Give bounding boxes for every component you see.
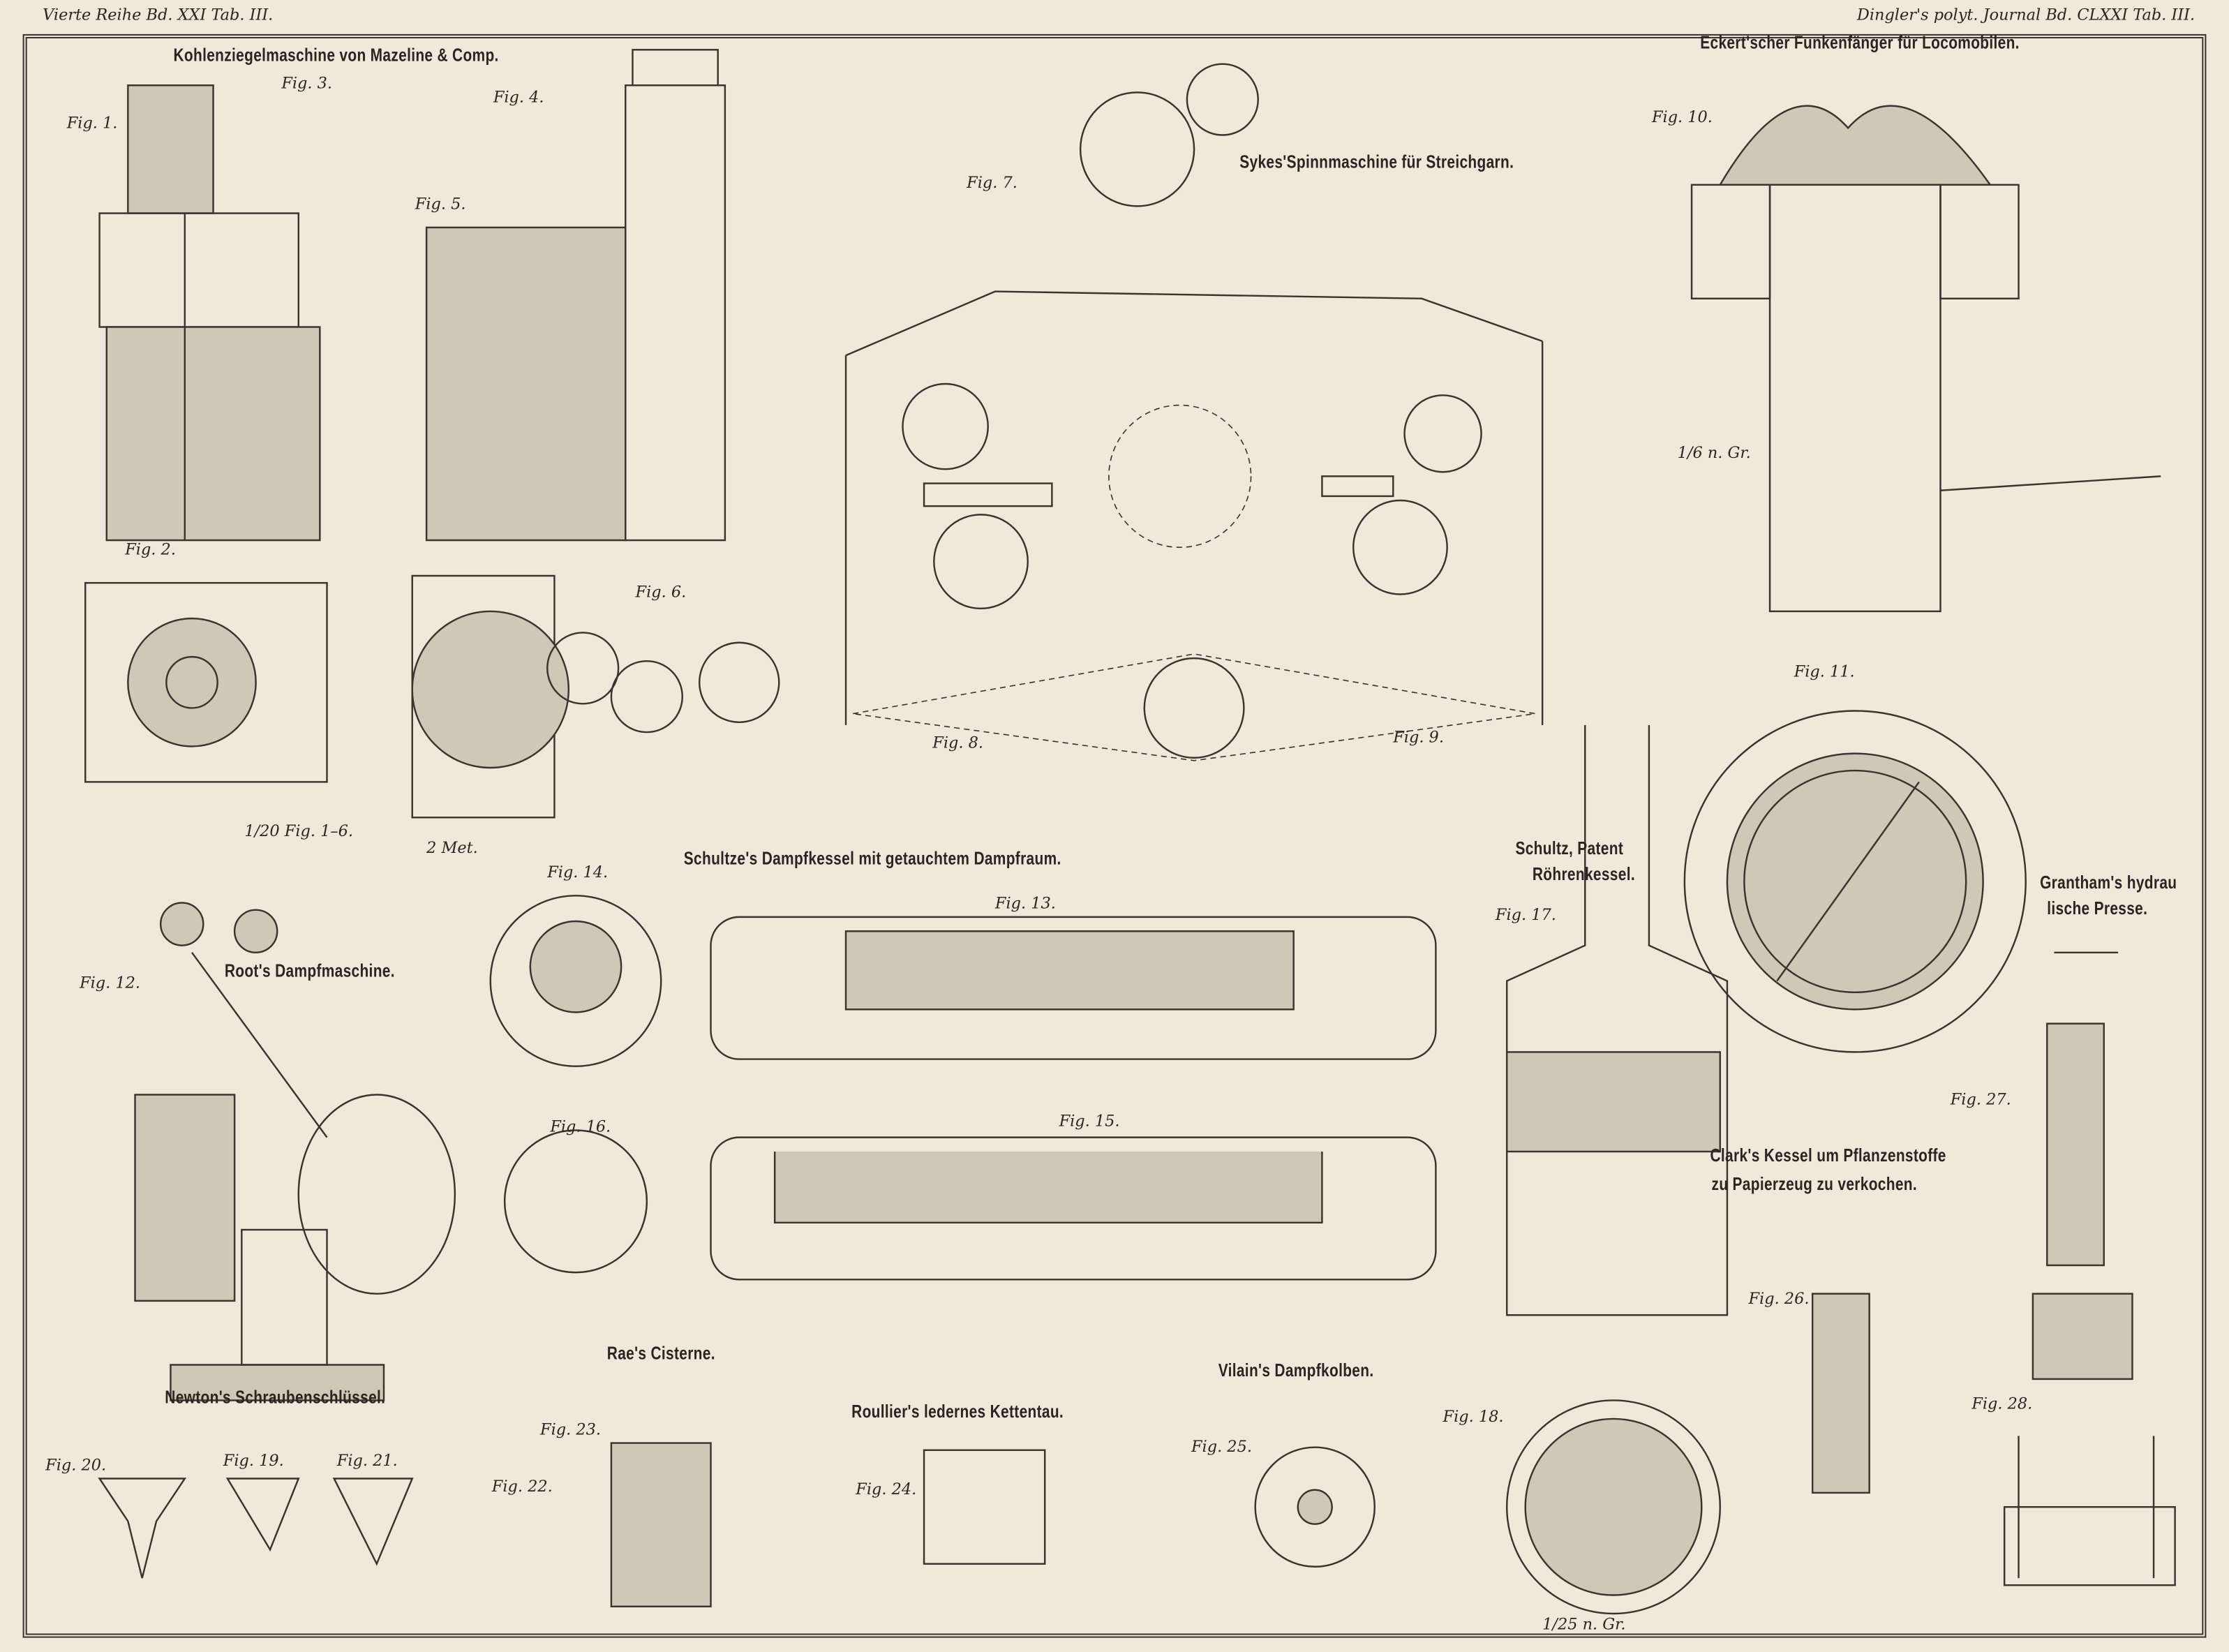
- plate-frame: [22, 34, 2207, 1638]
- fig-label: Fig. 19.: [223, 1451, 284, 1471]
- fig-label: Fig. 18.: [1442, 1407, 1504, 1427]
- fig-label: Fig. 12.: [80, 974, 141, 992]
- title-vilain: Vilain's Dampfkolben.: [1218, 1360, 1374, 1381]
- brick-machine-plan: [84, 574, 780, 819]
- fig-label: Fig. 23.: [540, 1420, 602, 1439]
- brick-machine-elevation: [98, 84, 321, 542]
- spark-catcher: [1683, 105, 2161, 1053]
- title-schultze-dampfkessel: Schultze's Dampfkessel mit getauchtem Da…: [683, 849, 1061, 869]
- title-newton: Newton's Schraubenschlüssel.: [165, 1387, 386, 1408]
- scale-meters: 2 Met.: [426, 838, 478, 858]
- schultz-tube-boiler: [1505, 724, 1729, 1615]
- fig-label: Fig. 24.: [856, 1480, 917, 1498]
- fig-label: Fig. 14.: [547, 863, 609, 881]
- title-root-dampfmaschine: Root's Dampfmaschine.: [224, 961, 395, 981]
- fig-label: Fig. 25.: [1191, 1437, 1252, 1456]
- fig-label: Fig. 7.: [967, 173, 1017, 192]
- fig-label: Fig. 21.: [336, 1451, 398, 1471]
- scale-fig1-6: 1/20 Fig. 1–6.: [244, 821, 353, 840]
- grantham-press: [2003, 951, 2176, 1586]
- fig-label: Fig. 17.: [1495, 905, 1556, 925]
- title-schultz-2: Röhrenkessel.: [1532, 864, 1635, 885]
- title-grantham-2: lische Presse.: [2047, 898, 2148, 918]
- title-eckert-funkenfaenger: Eckert'scher Funkenfänger für Locomobile…: [1700, 32, 2020, 53]
- fig-label: Fig. 22.: [491, 1477, 553, 1496]
- fig-label: Fig. 9.: [1393, 727, 1444, 747]
- title-sykes-spinnmaschine: Sykes'Spinnmaschine für Streichgarn.: [1239, 151, 1514, 172]
- fig-label: Fig. 5.: [415, 195, 466, 214]
- fig-label: Fig. 10.: [1651, 107, 1713, 127]
- fig-label: Fig. 27.: [1950, 1090, 2011, 1109]
- spinning-machine: [844, 63, 1544, 761]
- title-clark-2: zu Papierzeug zu verkochen.: [1711, 1174, 1917, 1195]
- header-left: Vierte Reihe Bd. XXI Tab. III.: [43, 6, 274, 24]
- fig-label: Fig. 2.: [125, 540, 176, 559]
- title-kohlenziegelmaschine: Kohlenziegelmaschine von Mazeline & Comp…: [173, 45, 499, 66]
- fig-label: Fig. 1.: [66, 113, 118, 133]
- title-grantham-1: Grantham's hydrau: [2040, 872, 2177, 893]
- fig-label: Fig. 28.: [1971, 1394, 2033, 1413]
- brick-machine-section: [425, 49, 726, 542]
- title-rae: Rae's Cisterne.: [606, 1343, 715, 1364]
- fig-label: Fig. 20.: [45, 1455, 107, 1475]
- scale-fig10: 1/6 n. Gr.: [1677, 443, 1751, 463]
- small-figures: [98, 1442, 1376, 1608]
- title-roullier: Roullier's ledernes Kettentau.: [851, 1401, 1064, 1422]
- title-clark-1: Clark's Kessel um Pflanzenstoffe: [1710, 1145, 1946, 1166]
- fig-label: Fig. 8.: [932, 734, 983, 752]
- scale-fig18: 1/25 n. Gr.: [1542, 1615, 1626, 1634]
- fig-label: Fig. 4.: [493, 88, 544, 107]
- fig-label: Fig. 26.: [1748, 1289, 1810, 1309]
- title-schultz-1: Schultz, Patent: [1515, 838, 1624, 859]
- fig-label: Fig. 11.: [1794, 662, 1855, 681]
- fig-label: Fig. 15.: [1059, 1111, 1120, 1131]
- fig-label: Fig. 6.: [635, 583, 687, 602]
- fig-label: Fig. 13.: [994, 894, 1056, 913]
- schultze-boiler: [489, 895, 1437, 1281]
- clark-boiler: [1811, 1293, 1870, 1494]
- fig-label: Fig. 16.: [550, 1117, 611, 1136]
- header-right: Dingler's polyt. Journal Bd. CLXXI Tab. …: [1856, 6, 2196, 24]
- fig-label: Fig. 3.: [281, 73, 333, 93]
- root-steam-engine: [134, 902, 456, 1401]
